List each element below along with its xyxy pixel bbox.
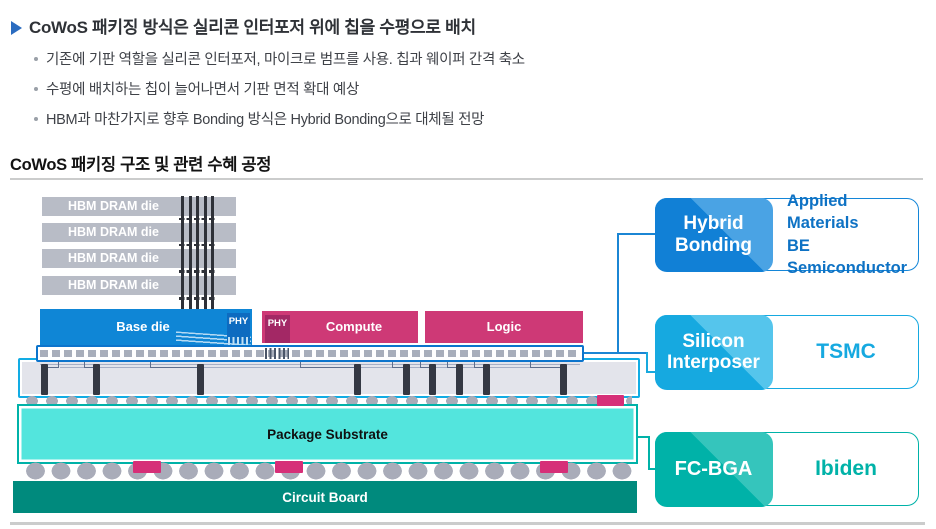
- process-label-line1: Hybrid: [683, 213, 744, 235]
- circuit-board-block: Circuit Board: [13, 481, 637, 513]
- interposer-tsv: [428, 364, 436, 395]
- bga-ball-row: [26, 462, 638, 481]
- interposer-tsv: [40, 364, 48, 395]
- process-label-line1: FC-BGA: [674, 457, 753, 480]
- callout-hybrid-bonding: Hybrid Bonding Applied Materials BE Semi…: [654, 192, 919, 277]
- interposer-tsv: [455, 364, 463, 395]
- connector-fcbga-hline2: [648, 467, 657, 470]
- rdl-wire: [44, 362, 59, 368]
- accent-bump-magenta: [275, 461, 303, 473]
- hbm-dram-die: HBM DRAM die: [42, 197, 236, 216]
- package-substrate-block: Package Substrate: [17, 404, 638, 464]
- logic-label: Logic: [486, 319, 522, 334]
- interposer-tsv: [482, 364, 490, 395]
- process-label-line1: Silicon: [682, 330, 745, 352]
- micro-bumps: [40, 350, 580, 357]
- hbm-dram-die: HBM DRAM die: [42, 223, 236, 242]
- company-list: Ibiden: [774, 433, 918, 505]
- accent-bump-magenta: [597, 395, 624, 406]
- tsv-tick-row: [179, 217, 216, 220]
- tsv-tick-row: [179, 297, 216, 300]
- rdl-wire: [150, 362, 201, 368]
- connector-hybrid-hline2: [617, 232, 656, 235]
- microbump-comb-light: [228, 337, 250, 346]
- bullet-item: HBM과 마찬가지로 향후 Bonding 방식은 Hybrid Bonding…: [34, 108, 485, 129]
- rdl-wire: [392, 362, 407, 368]
- bullet-text: 수평에 배치하는 칩이 늘어나면서 기판 면적 확대 예상: [46, 82, 359, 98]
- phy-block-compute: PHY: [265, 315, 290, 343]
- bullet-dot-icon: [34, 116, 38, 121]
- header-title: CoWoS 패키징 방식은 실리콘 인터포저 위에 칩을 수평으로 배치: [29, 18, 476, 37]
- hbm-dram-die: HBM DRAM die: [42, 276, 236, 295]
- process-chip-silicon-interposer: Silicon Interposer: [654, 314, 773, 390]
- micro-bump-strip: [36, 345, 584, 362]
- connector-interposer-hline: [645, 371, 657, 373]
- company-list: Applied Materials BE Semiconductor: [774, 192, 918, 277]
- bullet-dot-icon: [34, 56, 38, 61]
- tsv-tick-row: [179, 270, 216, 273]
- connector-fcbga-hline: [638, 435, 650, 438]
- company-name: TSMC: [816, 340, 876, 363]
- callout-fc-bga: FC-BGA Ibiden: [654, 431, 919, 507]
- company-name: BE Semiconductor: [787, 236, 908, 277]
- circuit-board-label: Circuit Board: [282, 489, 368, 505]
- interposer-tsv: [353, 364, 361, 395]
- phy-block-base: PHY: [227, 313, 250, 343]
- accent-bump-magenta: [133, 461, 161, 473]
- bullet-text: 기존에 기판 역할을 실리콘 인터포저, 마이크로 범프를 사용. 칩과 웨이퍼…: [46, 52, 525, 68]
- interposer-tsv: [559, 364, 567, 395]
- microbump-comb-dark: [265, 348, 289, 359]
- tsv-tick-row: [179, 243, 216, 246]
- rdl-wire: [474, 362, 487, 368]
- package-substrate-label: Package Substrate: [267, 426, 388, 442]
- logic-block: Logic: [425, 311, 583, 343]
- header-arrow-icon: [11, 21, 22, 35]
- accent-bump-magenta: [540, 461, 568, 473]
- connector-interposer-vline: [645, 352, 648, 373]
- bullet-item: 수평에 배치하는 칩이 늘어나면서 기판 면적 확대 예상: [34, 78, 359, 99]
- rdl-wire: [420, 362, 433, 368]
- rdl-wire: [300, 362, 358, 368]
- divider-bottom: [10, 522, 925, 525]
- process-chip-fc-bga: FC-BGA: [654, 431, 773, 507]
- process-label-line2: Bonding: [674, 234, 753, 256]
- rdl-wire: [447, 362, 460, 368]
- base-die-block: Base die: [40, 309, 252, 345]
- interposer-tsv: [92, 364, 100, 395]
- bullet-text: HBM과 마찬가지로 향후 Bonding 방식은 Hybrid Bonding…: [46, 112, 485, 128]
- company-list: TSMC: [774, 316, 918, 388]
- hbm-dram-die: HBM DRAM die: [42, 249, 236, 268]
- connector-hybrid-vline: [617, 233, 619, 353]
- connector-fcbga-vline: [648, 435, 650, 470]
- company-name: Applied Materials: [787, 191, 859, 233]
- interposer-tsv: [196, 364, 204, 395]
- compute-label: Compute: [325, 319, 383, 334]
- connector-hybrid-hline: [584, 351, 647, 354]
- interposer-tsv: [402, 364, 410, 395]
- divider-top: [10, 178, 923, 180]
- process-label-line2: Interposer: [667, 352, 760, 373]
- bullet-dot-icon: [34, 86, 38, 91]
- section-title: CoWoS 패키징 구조 및 관련 수혜 공정: [10, 156, 272, 174]
- bullet-item: 기존에 기판 역할을 실리콘 인터포저, 마이크로 범프를 사용. 칩과 웨이퍼…: [34, 48, 525, 69]
- callout-silicon-interposer: Silicon Interposer TSMC: [654, 314, 919, 390]
- base-die-label: Base die: [116, 319, 170, 334]
- process-chip-hybrid-bonding: Hybrid Bonding: [654, 197, 773, 272]
- c4-bump-row: [26, 396, 632, 406]
- rdl-wire: [530, 362, 564, 368]
- rdl-wire: [84, 362, 97, 368]
- company-name: Ibiden: [815, 457, 877, 480]
- interposer-busline: [40, 364, 580, 365]
- interposer-busline: [60, 367, 540, 368]
